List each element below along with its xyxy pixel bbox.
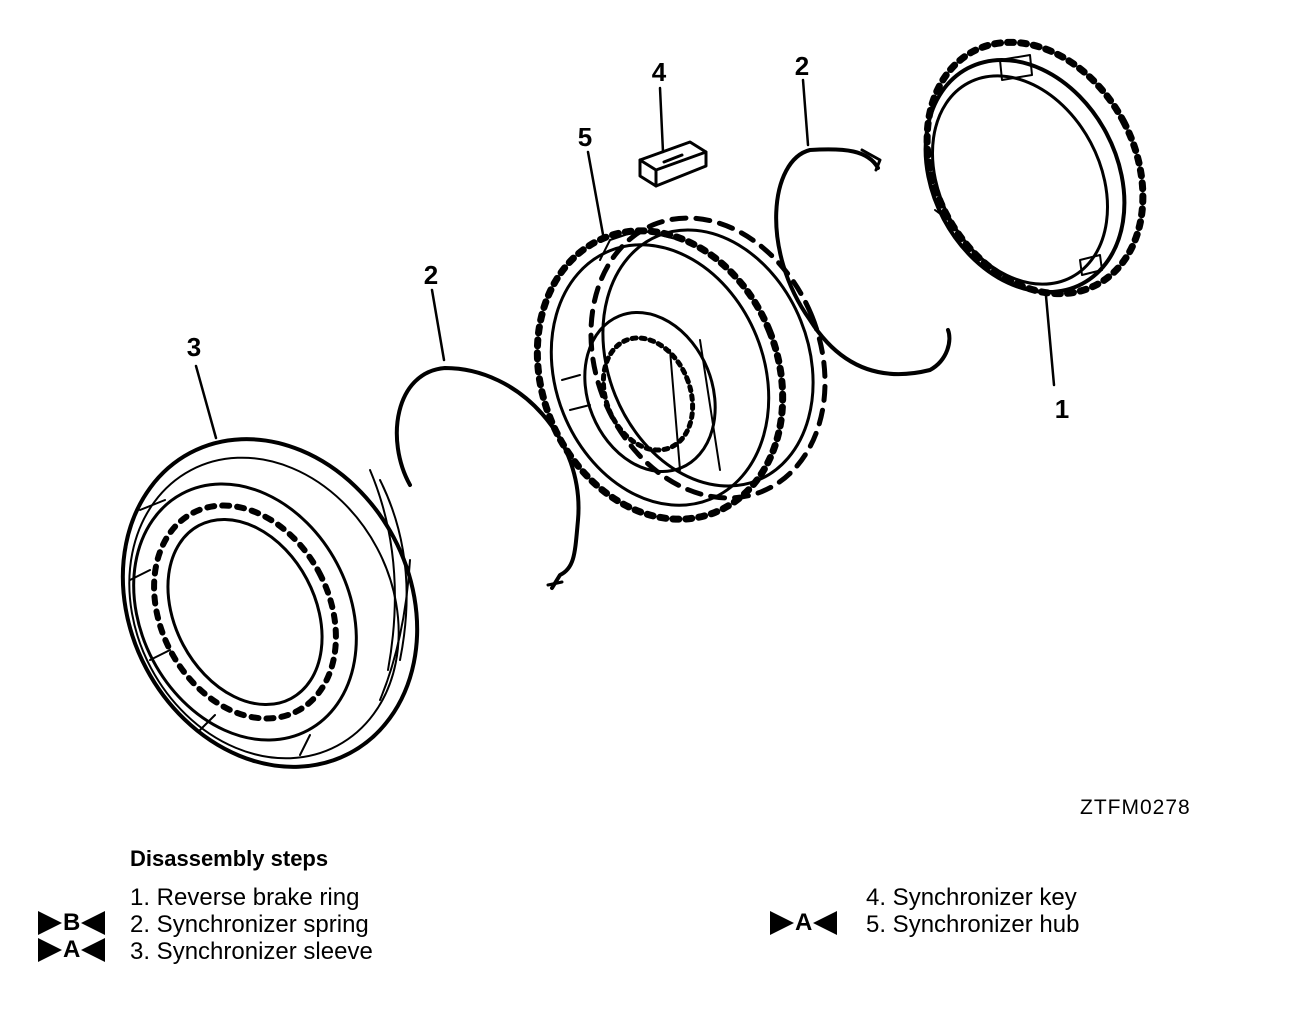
figure-code: ZTFM0278	[1080, 796, 1191, 819]
callout-5: 5	[578, 122, 592, 152]
marker-letter: A	[795, 909, 813, 936]
step-1-reverse-brake-ring: 1. Reverse brake ring	[130, 884, 360, 911]
exploded-view-diagram: 3 2 5 4 2 1	[120, 38, 1147, 769]
step-3-marker-a: A	[38, 936, 106, 964]
synchronizer-sleeve-part	[120, 437, 420, 769]
callout-3: 3	[187, 332, 201, 362]
marker-left-triangle-icon	[81, 911, 106, 935]
step-4-synchronizer-key: 4. Synchronizer key	[866, 884, 1077, 911]
marker-right-triangle-icon	[38, 938, 62, 962]
callout-1: 1	[1055, 394, 1069, 424]
disassembly-steps-title: Disassembly steps	[130, 846, 329, 871]
step-3-synchronizer-sleeve: 3. Synchronizer sleeve	[130, 938, 373, 965]
synchronizer-spring-left-part	[394, 366, 581, 590]
synchronizer-hub-part	[533, 215, 828, 523]
step-2-synchronizer-spring: 2. Synchronizer spring	[130, 911, 369, 938]
marker-right-triangle-icon	[38, 911, 62, 935]
synchronizer-key-part	[638, 140, 708, 188]
marker-left-triangle-icon	[81, 938, 106, 962]
marker-left-triangle-icon	[813, 911, 838, 935]
callout-2-right: 2	[795, 51, 809, 81]
step-5-synchronizer-hub: 5. Synchronizer hub	[866, 911, 1080, 938]
callout-4: 4	[652, 57, 667, 87]
reverse-brake-ring-part	[923, 38, 1147, 298]
leader-lines	[194, 78, 1056, 440]
marker-letter: B	[63, 909, 81, 936]
synchronizer-spring-right-part	[774, 147, 952, 377]
marker-letter: A	[63, 936, 81, 963]
callout-2-left: 2	[424, 260, 438, 290]
step-2-marker-b: B	[38, 909, 106, 937]
step-5-marker-a: A	[770, 909, 838, 937]
marker-right-triangle-icon	[770, 911, 794, 935]
